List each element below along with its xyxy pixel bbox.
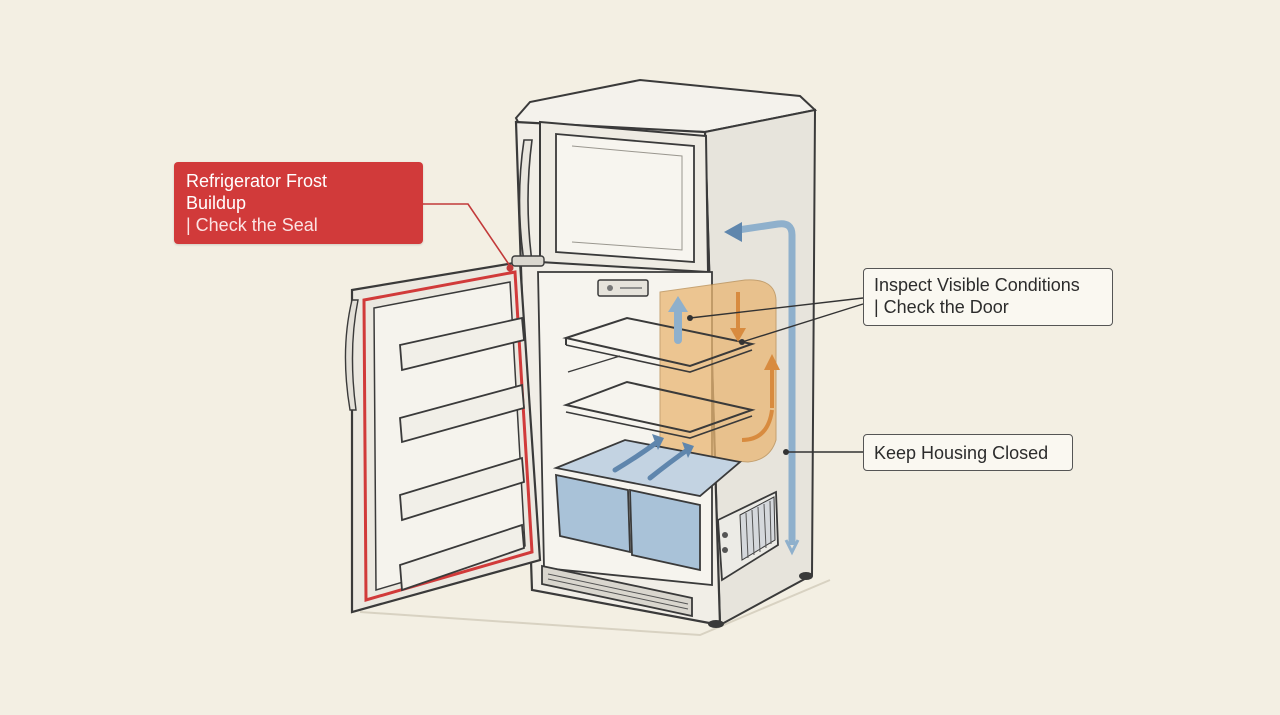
crisper-left bbox=[555, 473, 631, 554]
housing-callout: Keep Housing Closed bbox=[863, 434, 1073, 471]
crisper-cover bbox=[552, 439, 743, 497]
seal-callout-subtitle: | Check the Seal bbox=[186, 215, 318, 235]
seal-callout-title-line1: Refrigerator Frost bbox=[186, 171, 328, 191]
door-bin-4 bbox=[399, 523, 525, 592]
door-callout: Inspect Visible Conditions | Check the D… bbox=[863, 268, 1113, 326]
shelf-lower bbox=[562, 380, 756, 434]
warm-air-arrow-curve bbox=[741, 409, 774, 442]
door-callout-subtitle: | Check the Door bbox=[874, 297, 1009, 317]
seal-callout: Refrigerator Frost Buildup | Check the S… bbox=[174, 162, 423, 244]
door-bin-2 bbox=[399, 383, 525, 444]
door-callout-title: Inspect Visible Conditions bbox=[874, 275, 1080, 295]
floor-shadow bbox=[359, 579, 831, 637]
bottom-grille bbox=[541, 564, 693, 618]
freezer-window bbox=[555, 133, 695, 263]
door-bin-3 bbox=[399, 456, 525, 522]
seal-callout-title-line2: Buildup bbox=[186, 193, 247, 213]
leader-door-1 bbox=[689, 297, 864, 319]
leader-seal bbox=[423, 203, 511, 267]
leader-door-2 bbox=[741, 303, 864, 343]
crisper-right bbox=[629, 488, 701, 572]
warm-air-duct bbox=[659, 279, 777, 463]
door-gasket bbox=[362, 270, 534, 602]
fridge-door-handle bbox=[344, 299, 359, 411]
shelf-upper bbox=[562, 316, 756, 368]
door-hinge bbox=[511, 255, 545, 267]
door-bin-1 bbox=[399, 316, 525, 372]
housing-callout-title: Keep Housing Closed bbox=[874, 443, 1049, 463]
cold-air-loop bbox=[737, 220, 796, 545]
